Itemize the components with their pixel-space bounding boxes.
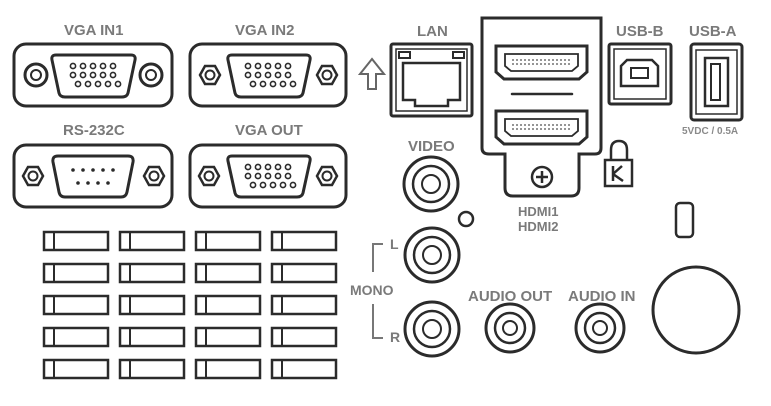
label-rs232c: RS-232C — [63, 122, 125, 139]
label-vga-out: VGA OUT — [235, 122, 303, 139]
vga-out-port[interactable] — [188, 143, 348, 209]
label-usb-b: USB-B — [616, 23, 664, 40]
label-hdmi2: HDMI2 — [518, 219, 559, 234]
vent-slot — [270, 294, 338, 316]
label-vga-in2: VGA IN2 — [235, 22, 295, 39]
hdmi1-port[interactable] — [494, 44, 589, 81]
indicator-led — [457, 210, 475, 228]
vent-slot — [194, 262, 262, 284]
vent-grid — [42, 230, 338, 380]
hdmi-block — [480, 16, 603, 198]
label-right: R — [390, 329, 401, 345]
vent-slot — [270, 326, 338, 348]
audio-out-jack[interactable] — [484, 302, 536, 354]
vent-slot — [194, 358, 262, 380]
usb-a-port[interactable] — [689, 42, 744, 122]
audio-in-jack[interactable] — [574, 302, 626, 354]
label-usb-a: USB-A — [689, 23, 737, 40]
vent-slot — [42, 262, 110, 284]
vent-slot — [118, 262, 186, 284]
vent-slot — [118, 230, 186, 252]
vent-slot — [42, 326, 110, 348]
up-arrow-icon — [357, 57, 387, 90]
vent-slot — [270, 230, 338, 252]
vent-slot — [194, 294, 262, 316]
lan-port[interactable] — [389, 42, 474, 118]
vent-slot — [270, 262, 338, 284]
label-vga-in1: VGA IN1 — [64, 22, 124, 39]
vent-slot — [194, 326, 262, 348]
label-audio-in: AUDIO IN — [568, 288, 636, 305]
vga-in2-port[interactable] — [188, 42, 348, 108]
vent-slot — [194, 230, 262, 252]
mono-bracket — [372, 243, 383, 339]
vent-slot — [270, 358, 338, 380]
rs232c-port[interactable] — [12, 143, 174, 209]
audio-right-jack[interactable] — [403, 300, 461, 358]
hdmi2-port[interactable] — [494, 109, 589, 146]
label-hdmi1: HDMI1 — [518, 204, 559, 219]
vent-slot — [118, 358, 186, 380]
label-lan: LAN — [417, 23, 448, 40]
label-usb-a-power: 5VDC / 0.5A — [682, 126, 739, 137]
label-video: VIDEO — [408, 138, 455, 155]
video-jack[interactable] — [402, 155, 460, 213]
vent-slot — [118, 294, 186, 316]
vga-in1-port[interactable] — [12, 42, 174, 108]
label-left: L — [390, 236, 399, 252]
security-slot[interactable] — [674, 201, 695, 239]
label-audio-out: AUDIO OUT — [468, 288, 553, 305]
speaker-grille — [651, 265, 741, 355]
usb-b-port[interactable] — [607, 42, 673, 106]
vent-slot — [118, 326, 186, 348]
vent-slot — [42, 294, 110, 316]
vent-slot — [42, 230, 110, 252]
label-mono: MONO — [350, 282, 394, 298]
kensington-lock-icon — [603, 139, 634, 188]
audio-left-jack[interactable] — [403, 226, 461, 284]
vent-slot — [42, 358, 110, 380]
